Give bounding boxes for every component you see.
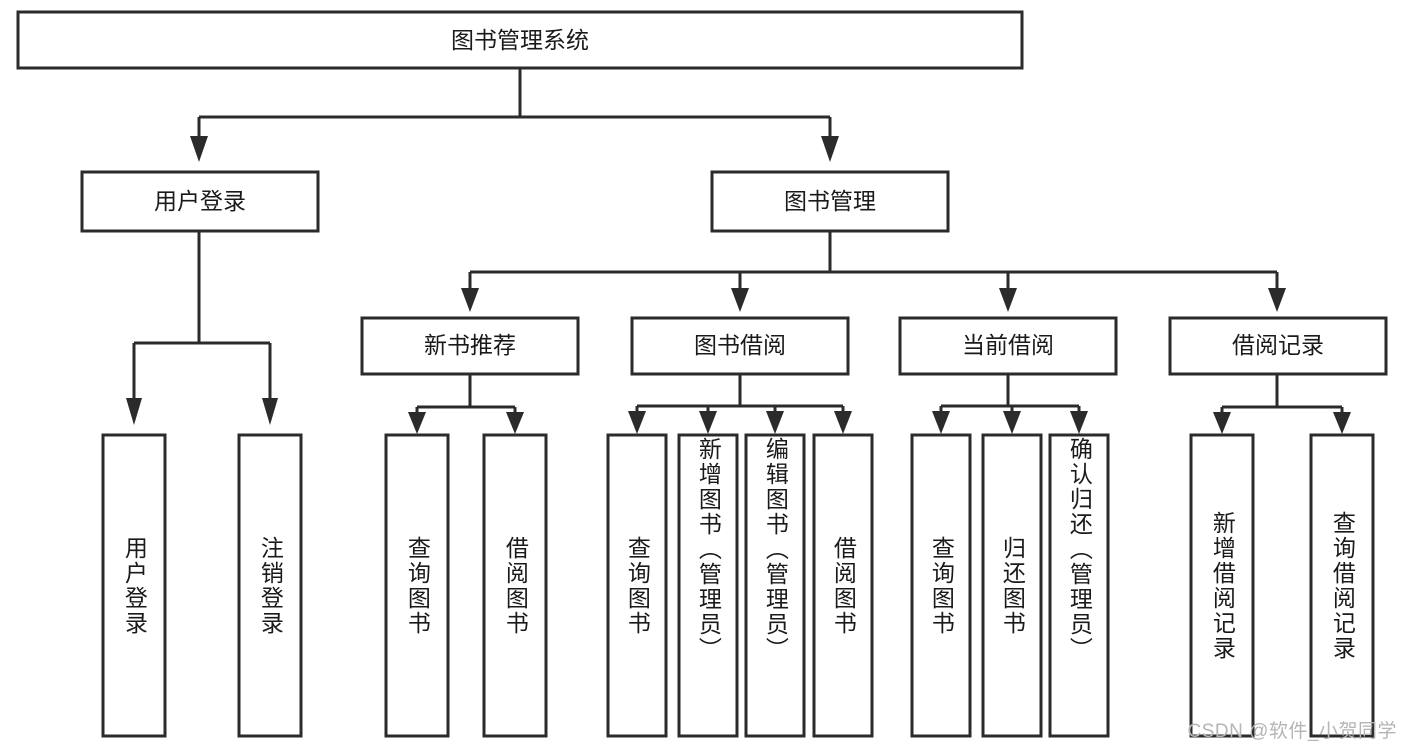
node-leaf-borrow-book-box[interactable] [812,433,874,738]
arrow-head-new-book-recommend [461,288,479,312]
node-leaf-add-borrow-record-box[interactable] [1189,433,1255,738]
node-user-login[interactable]: 用户登录 [80,170,320,233]
arrow-head-book-borrow [731,288,749,312]
node-book-management-box[interactable] [710,170,950,233]
arrow-head-book-management [821,136,839,162]
connector-group-book-management-to-level3 [461,231,1286,312]
leaf-box-group [101,433,1375,738]
node-book-management[interactable]: 图书管理 [710,170,950,233]
node-root-label: 图书管理系统 [451,27,589,53]
node-new-book-recommend[interactable]: 新书推荐 [360,316,580,376]
arrow-head-leaf-query-book-current [932,411,950,434]
arrow-head-borrow-record [1268,288,1286,312]
node-book-borrow-label: 图书借阅 [694,332,786,358]
node-new-book-recommend-label: 新书推荐 [424,332,516,358]
node-book-management-label: 图书管理 [784,188,876,214]
node-borrow-record[interactable]: 借阅记录 [1168,316,1388,376]
node-leaf-return-book-box[interactable] [981,433,1043,738]
node-book-borrow[interactable]: 图书借阅 [630,316,850,376]
node-current-borrow-label: 当前借阅 [962,332,1054,358]
arrow-head-leaf-borrow-book [834,411,852,434]
arrow-head-leaf-query-borrow-record [1333,412,1351,434]
node-leaf-logout-box[interactable] [237,433,303,738]
connector-group-user-login-to-leaves [126,231,278,425]
node-root[interactable]: 图书管理系统 [16,10,1024,70]
arrow-head-leaf-add-book-admin [699,411,717,434]
connector-group-new-book-recommend-to-leaves [408,374,524,434]
arrow-head-leaf-logout [262,398,278,425]
arrow-head-leaf-return-book [1003,411,1021,434]
node-current-borrow[interactable]: 当前借阅 [898,316,1118,376]
node-leaf-query-book-current-box[interactable] [910,433,972,738]
node-root-box[interactable] [16,10,1024,70]
arrow-head-current-borrow [999,288,1017,312]
arrow-head-leaf-add-borrow-record [1213,412,1231,434]
node-leaf-user-login-box[interactable] [101,433,167,738]
arrow-head-leaf-borrow-book-rec [506,412,524,434]
node-leaf-query-book-borrow-box[interactable] [606,433,668,738]
node-new-book-recommend-box[interactable] [360,316,580,376]
connector-group-current-borrow-to-leaves [932,374,1088,434]
node-current-borrow-box[interactable] [898,316,1118,376]
node-leaf-borrow-book-rec-box[interactable] [482,433,548,738]
node-user-login-label: 用户登录 [154,188,246,214]
arrow-head-leaf-query-book-rec [408,412,426,434]
node-leaf-confirm-return-admin-box[interactable] [1048,433,1110,738]
node-leaf-query-borrow-record-box[interactable] [1309,433,1375,738]
arrow-head-leaf-query-book-borrow [628,411,646,434]
watermark-text: CSDN @软件_小贺同学 [1187,721,1397,742]
arrow-head-leaf-confirm-return-admin [1070,411,1088,434]
connector-group-borrow-record-to-leaves [1213,374,1351,434]
node-book-borrow-box[interactable] [630,316,850,376]
arrow-head-leaf-user-login [126,398,142,425]
node-borrow-record-box[interactable] [1168,316,1388,376]
arrow-head-leaf-edit-book-admin [766,411,784,434]
connector-group-root-to-level2 [190,68,839,162]
node-user-login-box[interactable] [80,170,320,233]
node-leaf-add-book-admin-box[interactable] [677,433,739,738]
node-leaf-edit-book-admin-box[interactable] [744,433,806,738]
node-leaf-query-book-rec-box[interactable] [384,433,450,738]
connector-group-book-borrow-to-leaves [628,374,852,434]
node-borrow-record-label: 借阅记录 [1232,332,1324,358]
arrow-head-user-login [190,136,208,162]
